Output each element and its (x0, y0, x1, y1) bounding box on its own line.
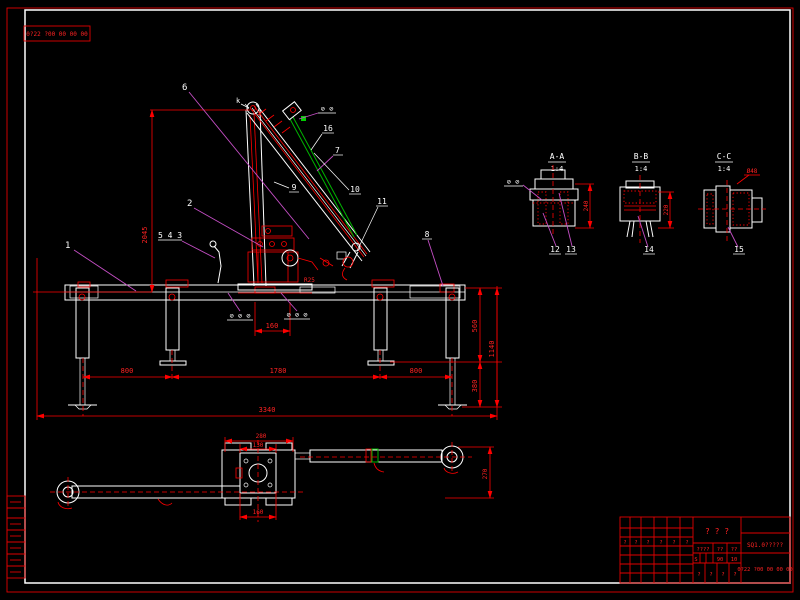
plan-center-housing (221, 442, 296, 506)
section-b-scale: 1:4 (635, 165, 648, 173)
section-b-dim: 220 (663, 204, 670, 215)
titleblock-sheet-a: ?? (717, 547, 724, 553)
titleblock-drawing-no: SQ1.0????? (747, 542, 784, 549)
plan-dim-inner: 130 (253, 442, 264, 449)
plan-dim-top: 280 (256, 433, 267, 440)
inner-frame (24, 9, 791, 584)
callout-15: 15 (734, 245, 744, 254)
titleblock-mark-6: ? (685, 540, 688, 546)
dim-mast-height: 2045 (141, 227, 149, 244)
control-lever (209, 240, 222, 284)
plan-right-beam (295, 445, 464, 474)
cylinder-port-marker (301, 116, 306, 121)
callout-11: 11 (377, 197, 387, 206)
plan-left-beam (56, 480, 241, 510)
callout-6: 6 (182, 83, 187, 93)
bolt-group-boom: ⊘ ⊘ (321, 105, 334, 113)
outer-border (6, 7, 794, 593)
section-c-scale: 1:4 (718, 165, 731, 173)
callout-12: 12 (550, 245, 560, 254)
section-b-title: B-B (634, 152, 649, 161)
outrigger-right-inner (367, 287, 395, 366)
binding-strip (6, 495, 26, 579)
plan-view: 280 130 160 270 (50, 433, 494, 522)
dim-base-width: 160 (266, 322, 279, 330)
bolt-group-section-a: ⊘ ⊘ (507, 178, 520, 186)
callout-2: 2 (187, 199, 192, 209)
section-a-title: A-A (550, 152, 565, 161)
section-a-dim: 240 (583, 200, 590, 211)
callout-5-4-3: 5 4 3 (158, 231, 182, 240)
titleblock-mark-1: ? (623, 540, 626, 546)
titleblock-v2: 10 (731, 557, 738, 563)
outrigger-left-outer (68, 287, 97, 410)
title-block: SQ1.0????? 0?22 ?00 00 00 00 ? ? ? ??? ? … (619, 516, 793, 584)
dim-center-span: 1780 (270, 367, 287, 375)
crane-mast (237, 101, 313, 294)
boom-tip-hook (319, 242, 361, 281)
titleblock-footer-3: ? (721, 572, 724, 578)
bolt-group-left: ⊘ ⊘ ⊘ (229, 312, 250, 320)
callout-9: 9 (292, 183, 297, 192)
callout-13: 13 (566, 245, 576, 254)
titleblock-sheet-b: ?? (731, 547, 738, 553)
callout-10: 10 (350, 185, 360, 194)
outrigger-left-inner (159, 287, 187, 366)
dim-leg-upper: 560 (471, 320, 479, 333)
callout-7: 7 (335, 146, 340, 155)
titleblock-part-name: ? ? ? (705, 527, 729, 536)
section-c-dim: Ø48 (747, 168, 758, 175)
dim-leg-lower: 380 (471, 380, 479, 393)
titleblock-scale-label: ???? (697, 547, 710, 553)
dim-right-span: 800 (410, 367, 423, 375)
stamp-code: 0?22 ?00 00 00 00 (26, 31, 88, 38)
titleblock-mark-3: ? (646, 540, 649, 546)
titleblock-mass-label: S (694, 557, 697, 563)
section-view-b: B-B 1:4 220 14 (619, 152, 674, 255)
section-c-title: C-C (717, 152, 732, 161)
main-elevation-view: k (33, 83, 502, 420)
plan-dim-bottom: 160 (253, 509, 264, 516)
boom-assembly (246, 101, 371, 262)
dim-left-span: 800 (121, 367, 134, 375)
plan-dim-side: 270 (482, 468, 489, 479)
titleblock-v1: 90 (717, 557, 724, 563)
titleblock-footer-2: ? (709, 572, 712, 578)
dim-overall: 3340 (259, 406, 276, 414)
bolt-group-right: ⊘ ⊘ ⊘ (286, 311, 307, 319)
main-dimensions: 2045 800 1780 800 3340 560 380 1140 160 (33, 109, 502, 420)
titleblock-mark-4: ? (659, 540, 662, 546)
radius-label: R25 (304, 277, 315, 284)
sheet-frame: 0?22 ?00 00 00 00 (6, 7, 794, 593)
main-callouts: 1 2 5 4 3 6 7 ⊘ ⊘ 16 10 9 11 (65, 83, 444, 321)
plan-centerlines (50, 440, 472, 522)
plan-dimensions: 280 130 160 270 (224, 433, 494, 520)
stamp-box (23, 25, 91, 42)
titleblock-code: 0?22 ?00 00 00 00 (737, 567, 792, 573)
k-view-arrow: k (236, 97, 250, 111)
titleblock-mark-5: ? (672, 540, 675, 546)
callout-14: 14 (644, 245, 654, 254)
outrigger-right-outer (438, 287, 467, 410)
section-view-c: C-C 1:4 Ø48 15 (698, 152, 766, 255)
slewing-mechanism: R25 (247, 225, 319, 284)
titleblock-footer-1: ? (697, 572, 700, 578)
k-view-label: k (236, 97, 241, 105)
dim-leg-total: 1140 (488, 341, 496, 358)
callout-1: 1 (65, 241, 70, 251)
titleblock-footer-4: ? (733, 572, 736, 578)
section-view-a: A-A 1:4 240 ⊘ ⊘ 12 13 (504, 152, 594, 255)
titleblock-mark-2: ? (634, 540, 637, 546)
callout-16: 16 (323, 124, 333, 133)
section-a-scale: 1:4 (551, 165, 564, 173)
callout-8: 8 (425, 230, 430, 239)
